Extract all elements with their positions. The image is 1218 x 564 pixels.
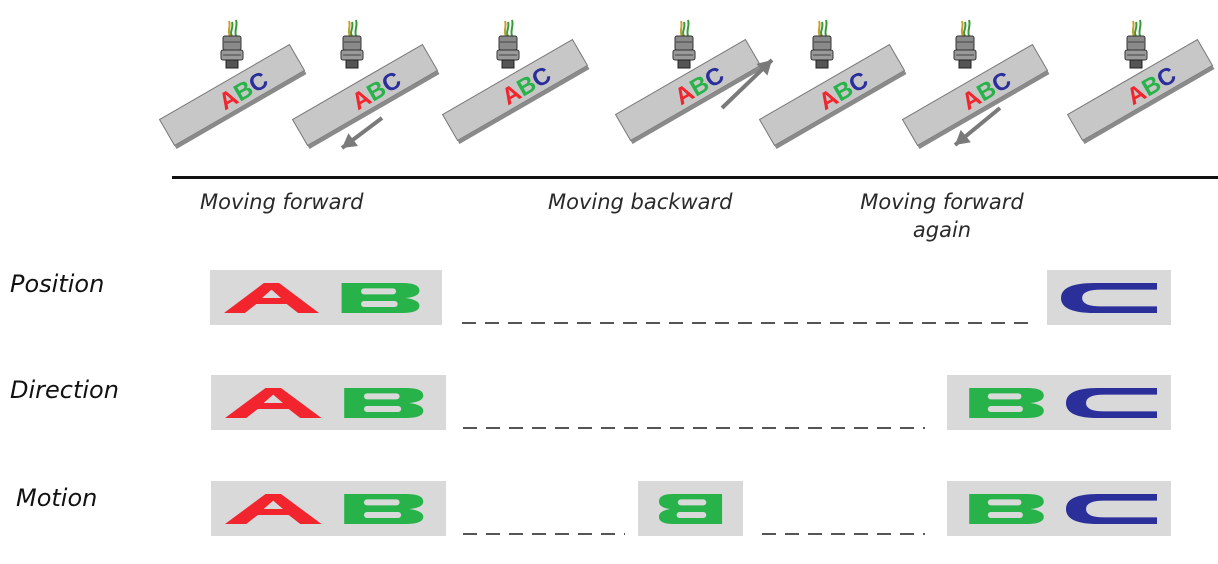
direction-row bbox=[211, 375, 1171, 430]
letter-tile bbox=[638, 481, 743, 536]
conveyor-strip: ABC bbox=[901, 43, 1050, 149]
phase-label-forward-again-line1: Moving forward bbox=[860, 190, 1024, 214]
phase-label-forward-again: Moving forward again bbox=[844, 188, 1040, 244]
phase-label-forward-again-line2: again bbox=[912, 218, 972, 242]
sensor-camera-icon bbox=[496, 19, 520, 69]
letter-tile bbox=[210, 270, 442, 325]
letter-b-glyph bbox=[969, 388, 1044, 418]
letter-a-glyph bbox=[225, 388, 322, 418]
letter-b-glyph bbox=[969, 494, 1044, 524]
phase-label-backward: Moving backward bbox=[548, 190, 733, 214]
conveyor-strip: ABC bbox=[441, 38, 590, 144]
letter-tile bbox=[947, 375, 1171, 430]
divider-line bbox=[172, 176, 1218, 179]
letter-a-glyph bbox=[224, 283, 319, 313]
position-row bbox=[210, 270, 1171, 325]
sensor-camera-icon bbox=[1124, 19, 1148, 69]
phase-label-forward: Moving forward bbox=[200, 190, 364, 214]
letter-b-glyph bbox=[341, 283, 420, 313]
row-label-motion: Motion bbox=[16, 484, 98, 512]
letter-b-glyph bbox=[344, 388, 424, 418]
conveyor-strip: ABC bbox=[291, 43, 440, 149]
letter-c-glyph bbox=[1066, 388, 1157, 418]
sensor-camera-icon bbox=[810, 19, 834, 69]
conveyor-strip: ABC bbox=[158, 43, 307, 149]
letter-tile bbox=[211, 481, 446, 536]
letter-c-glyph bbox=[1061, 283, 1157, 313]
sensor-camera-icon bbox=[220, 19, 244, 69]
motion-row bbox=[211, 481, 1171, 536]
conveyor-strip: ABC bbox=[1066, 38, 1215, 144]
sensor-camera-icon bbox=[340, 19, 364, 69]
sensor-camera-icon bbox=[672, 19, 696, 69]
conveyor-strip: ABC bbox=[614, 38, 763, 144]
conveyor-strip: ABC bbox=[758, 43, 907, 149]
sensor-camera-icon bbox=[953, 19, 977, 69]
letter-tile bbox=[947, 481, 1171, 536]
row-label-position: Position bbox=[10, 270, 105, 298]
letter-b-glyph bbox=[344, 494, 424, 524]
movement-arrow-icon bbox=[953, 106, 1002, 147]
movement-arrow-icon bbox=[720, 58, 774, 110]
letter-c-glyph bbox=[1066, 494, 1157, 524]
letter-b-glyph bbox=[658, 494, 723, 524]
letter-a-glyph bbox=[225, 494, 322, 524]
letter-tile bbox=[1047, 270, 1171, 325]
row-label-direction: Direction bbox=[10, 376, 119, 404]
letter-tile bbox=[211, 375, 446, 430]
movement-arrow-icon bbox=[340, 116, 384, 150]
